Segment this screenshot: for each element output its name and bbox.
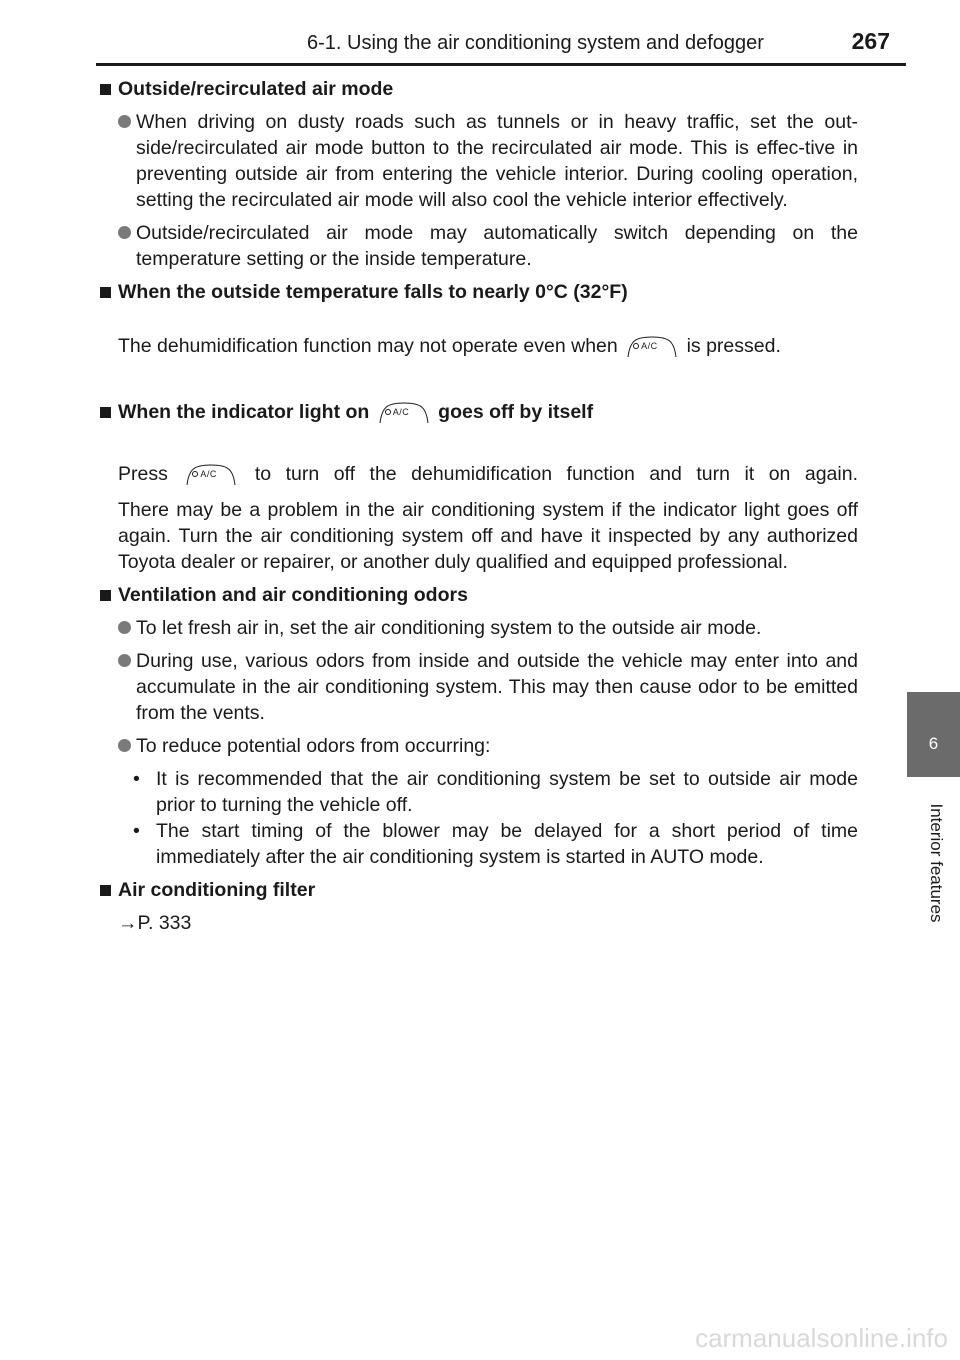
bullet-reduce-odors: To reduce potential odors from occurring… <box>98 733 858 759</box>
ac-button-label: A/C <box>392 406 410 417</box>
side-tab-number: 6 <box>928 734 939 753</box>
side-tab-label: Interior features <box>926 788 946 938</box>
bullet-auto-switch: Outside/recirculated air mode may automa… <box>98 220 858 272</box>
near-zero-text-after: is pressed. <box>686 335 781 357</box>
near-zero-text-before: The dehumidification function may not op… <box>118 335 618 357</box>
page-number: 267 <box>851 28 890 54</box>
footer-watermark: carmanualsonline.info <box>695 1323 948 1353</box>
ac-button-icon: A/C <box>186 464 236 486</box>
side-tab-label-text: Interior features <box>927 803 946 923</box>
heading-filter: Air conditioning filter <box>98 877 858 903</box>
indicator-press-before: Press <box>118 463 168 485</box>
indicator-press-paragraph: Press A/C to turn off the dehumidificati… <box>98 461 858 487</box>
ac-button-icon: A/C <box>627 336 677 358</box>
heading-near-zero: When the outside temperature falls to ne… <box>98 279 858 305</box>
indicator-heading-after: goes off by itself <box>438 401 594 423</box>
indicator-problem-paragraph: There may be a problem in the air condit… <box>118 499 858 573</box>
filter-page-link[interactable]: →P. 333 <box>118 912 192 934</box>
bullet-fresh-air: To let fresh air in, set the air conditi… <box>98 615 858 641</box>
ac-button-label: A/C <box>641 340 658 351</box>
header-rule <box>96 63 906 66</box>
bullet-odors-accumulate: During use, various odors from inside an… <box>98 648 858 726</box>
ac-button-icon: A/C <box>379 402 429 424</box>
bullet-dusty-roads: When driving on dusty roads such as tunn… <box>98 109 858 213</box>
page-content: Outside/recirculated air mode When drivi… <box>98 76 858 936</box>
heading-outside-recirculated: Outside/recirculated air mode <box>98 76 858 102</box>
heading-indicator-light: When the indicator light on A/C goes off… <box>98 399 858 425</box>
sub-item-outside-air: It is recommended that the air condition… <box>98 766 858 818</box>
sub-item-blower-delay: The start timing of the blower may be de… <box>98 818 858 870</box>
indicator-press-after: to turn off the dehumidification functio… <box>254 463 859 485</box>
ac-button-label: A/C <box>200 468 217 479</box>
near-zero-paragraph: The dehumidification function may not op… <box>98 333 858 359</box>
indicator-heading-before: When the indicator light on <box>118 401 370 423</box>
side-tab[interactable]: 6 <box>907 692 960 777</box>
heading-odors: Ventilation and air conditioning odors <box>98 582 858 608</box>
header-title: 6-1. Using the air conditioning system a… <box>307 32 764 54</box>
